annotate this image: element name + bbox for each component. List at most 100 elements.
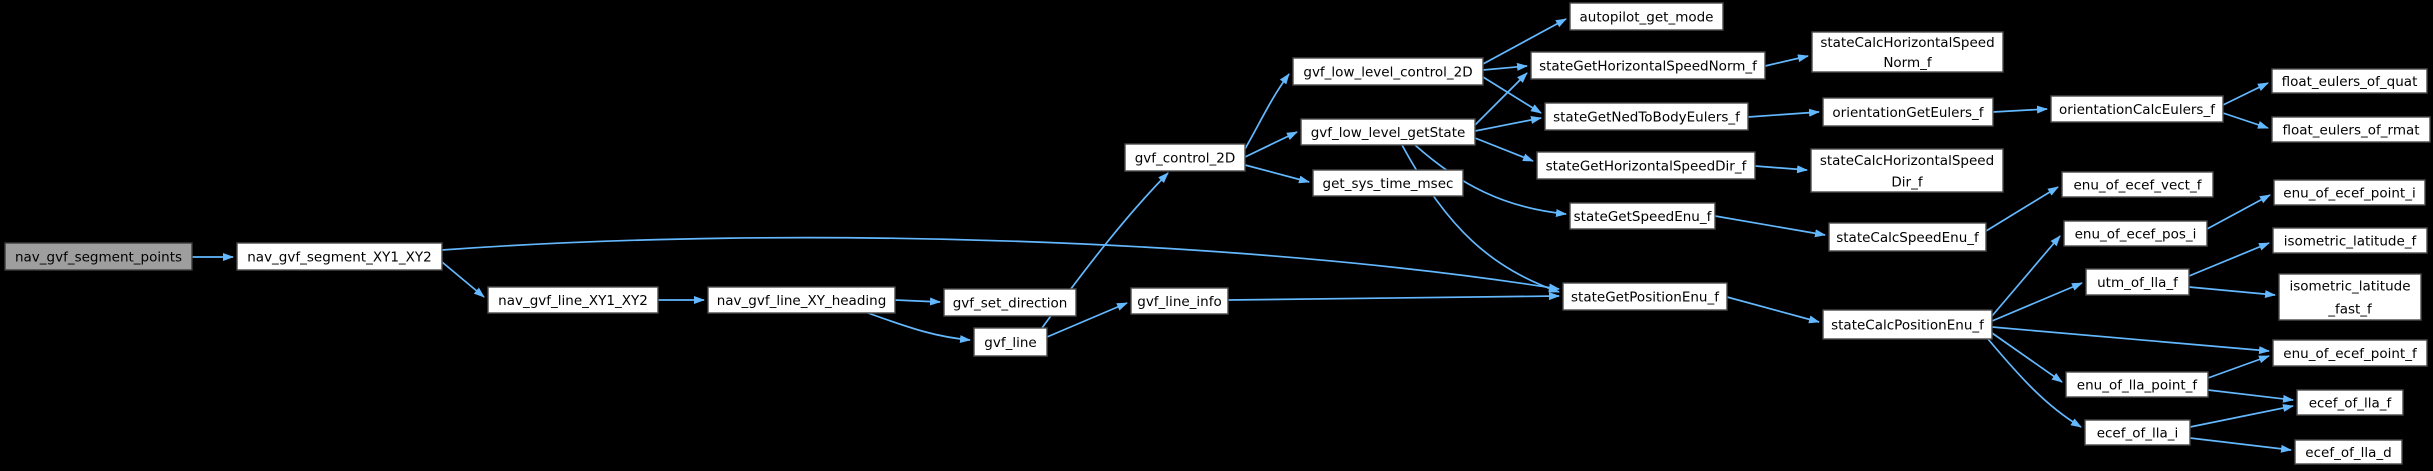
node-label-stateGetNedToBodyEulers_f: stateGetNedToBodyEulers_f bbox=[1553, 110, 1741, 126]
node-gvf_low_level_control_2D[interactable]: gvf_low_level_control_2D bbox=[1292, 57, 1484, 86]
node-gvf_line_info[interactable]: gvf_line_info bbox=[1130, 287, 1229, 315]
node-label-nav_gvf_line_XY_heading: nav_gvf_line_XY_heading bbox=[717, 293, 887, 309]
node-label-stateGetHorizontalSpeedNorm_f: stateGetHorizontalSpeedNorm_f bbox=[1539, 59, 1758, 75]
edge-gvf_low_level_control_2D-to-stateGetHorizontalSpeedNorm_f bbox=[1482, 62, 1528, 71]
node-box-nav_gvf_line_XY1_XY2 bbox=[487, 286, 659, 314]
node-gvf_set_direction[interactable]: gvf_set_direction bbox=[943, 288, 1077, 317]
node-autopilot_get_mode[interactable]: autopilot_get_mode bbox=[1569, 2, 1724, 31]
node-box-isometric_latitude_f bbox=[2272, 227, 2428, 254]
edge-orientationCalcEulers_f-to-float_eulers_of_quat bbox=[2222, 82, 2269, 106]
node-float_eulers_of_quat[interactable]: float_eulers_of_quat bbox=[2271, 68, 2428, 94]
node-label-enu_of_ecef_point_i: enu_of_ecef_point_i bbox=[2283, 186, 2415, 202]
edge-stateCalcPositionEnu_f-to-enu_of_ecef_point_f bbox=[1991, 326, 2270, 355]
edge-ecef_of_lla_i-to-ecef_of_lla_d bbox=[2189, 437, 2292, 453]
edge-enu_of_ecef_pos_i-to-enu_of_ecef_point_i bbox=[2206, 194, 2271, 230]
node-stateCalcPositionEnu_f[interactable]: stateCalcPositionEnu_f bbox=[1822, 309, 1993, 340]
node-nav_gvf_line_XY_heading[interactable]: nav_gvf_line_XY_heading bbox=[707, 286, 896, 314]
node-box-stateCalcHorizontalSpeedDir_f bbox=[1810, 148, 2004, 193]
node-box-float_eulers_of_quat bbox=[2271, 68, 2428, 94]
edge-stateCalcPositionEnu_f-to-enu_of_lla_point_f bbox=[1991, 332, 2063, 383]
node-box-stateGetHorizontalSpeedNorm_f bbox=[1530, 51, 1766, 80]
node-box-stateCalcSpeedEnu_f bbox=[1828, 222, 1987, 252]
node-orientationGetEulers_f[interactable]: orientationGetEulers_f bbox=[1822, 97, 1994, 127]
node-get_sys_time_msec[interactable]: get_sys_time_msec bbox=[1312, 169, 1464, 197]
node-box-gvf_low_level_getState bbox=[1300, 118, 1476, 146]
node-label-get_sys_time_msec: get_sys_time_msec bbox=[1323, 176, 1454, 192]
node-gvf_low_level_getState[interactable]: gvf_low_level_getState bbox=[1300, 118, 1476, 146]
node-label-enu_of_ecef_pos_i: enu_of_ecef_pos_i bbox=[2075, 227, 2197, 243]
node-label-stateGetSpeedEnu_f: stateGetSpeedEnu_f bbox=[1574, 209, 1713, 225]
node-box-orientationGetEulers_f bbox=[1822, 97, 1994, 127]
edge-gvf_line_info-to-stateGetPositionEnu_f bbox=[1227, 292, 1560, 301]
edge-stateGetPositionEnu_f-to-stateCalcPositionEnu_f bbox=[1726, 296, 1820, 324]
edge-gvf_low_level_control_2D-to-stateGetNedToBodyEulers_f bbox=[1482, 76, 1542, 114]
node-label-ecef_of_lla_d: ecef_of_lla_d bbox=[2305, 445, 2391, 461]
node-isometric_latitude_f[interactable]: isometric_latitude_f bbox=[2272, 227, 2428, 254]
node-box-nav_gvf_line_XY_heading bbox=[707, 286, 896, 314]
edge-gvf_low_level_getState-to-stateGetSpeedEnu_f bbox=[1414, 144, 1567, 217]
node-nav_gvf_line_XY1_XY2[interactable]: nav_gvf_line_XY1_XY2 bbox=[487, 286, 659, 314]
node-isometric_latitude_fast_f[interactable]: isometric_latitude_fast_f bbox=[2278, 273, 2422, 321]
node-enu_of_ecef_point_i[interactable]: enu_of_ecef_point_i bbox=[2273, 179, 2426, 206]
node-label-orientationGetEulers_f: orientationGetEulers_f bbox=[1832, 105, 1984, 121]
node-box-nav_gvf_segment_points bbox=[4, 242, 193, 271]
node-stateGetPositionEnu_f[interactable]: stateGetPositionEnu_f bbox=[1562, 282, 1728, 311]
edge-gvf_low_level_getState-to-stateGetHorizontalSpeedNorm_f bbox=[1474, 72, 1528, 126]
node-ecef_of_lla_i[interactable]: ecef_of_lla_i bbox=[2084, 419, 2191, 446]
node-ecef_of_lla_d[interactable]: ecef_of_lla_d bbox=[2294, 439, 2403, 465]
node-label-gvf_control_2D: gvf_control_2D bbox=[1135, 151, 1236, 167]
node-stateCalcSpeedEnu_f[interactable]: stateCalcSpeedEnu_f bbox=[1828, 222, 1987, 252]
edge-stateGetSpeedEnu_f-to-stateCalcSpeedEnu_f bbox=[1714, 215, 1826, 238]
node-box-enu_of_ecef_pos_i bbox=[2063, 220, 2208, 247]
node-enu_of_ecef_pos_i[interactable]: enu_of_ecef_pos_i bbox=[2063, 220, 2208, 247]
node-enu_of_ecef_point_f[interactable]: enu_of_ecef_point_f bbox=[2272, 339, 2428, 367]
node-float_eulers_of_rmat[interactable]: float_eulers_of_rmat bbox=[2271, 116, 2431, 143]
node-enu_of_lla_point_f[interactable]: enu_of_lla_point_f bbox=[2065, 371, 2209, 398]
node-label-isometric_latitude_f: isometric_latitude_f bbox=[2284, 234, 2418, 250]
edge-orientationGetEulers_f-to-orientationCalcEulers_f bbox=[1992, 105, 2048, 114]
node-gvf_line[interactable]: gvf_line bbox=[973, 327, 1048, 357]
node-enu_of_ecef_vect_f[interactable]: enu_of_ecef_vect_f bbox=[2061, 171, 2214, 198]
edge-utm_of_lla_f-to-isometric_latitude_f bbox=[2188, 242, 2270, 277]
node-nav_gvf_segment_XY1_XY2[interactable]: nav_gvf_segment_XY1_XY2 bbox=[236, 242, 443, 271]
edge-stateCalcPositionEnu_f-to-enu_of_ecef_pos_i bbox=[1991, 235, 2061, 317]
node-box-float_eulers_of_rmat bbox=[2271, 116, 2431, 143]
node-label-float_eulers_of_quat: float_eulers_of_quat bbox=[2282, 74, 2418, 90]
edge-gvf_control_2D-to-gvf_low_level_control_2D bbox=[1244, 73, 1290, 150]
node-box-gvf_line_info bbox=[1130, 287, 1229, 315]
node-box-stateGetSpeedEnu_f bbox=[1569, 202, 1716, 230]
node-gvf_control_2D[interactable]: gvf_control_2D bbox=[1124, 143, 1246, 172]
node-orientationCalcEulers_f[interactable]: orientationCalcEulers_f bbox=[2050, 95, 2224, 123]
edge-enu_of_lla_point_f-to-enu_of_ecef_point_f bbox=[2207, 355, 2270, 379]
edge-nav_gvf_line_XY_heading-to-gvf_set_direction bbox=[894, 297, 941, 306]
edge-ecef_of_lla_i-to-ecef_of_lla_f bbox=[2189, 404, 2294, 428]
node-stateGetHorizontalSpeedNorm_f[interactable]: stateGetHorizontalSpeedNorm_f bbox=[1530, 51, 1766, 80]
node-box-stateGetHorizontalSpeedDir_f bbox=[1536, 151, 1756, 180]
edge-orientationCalcEulers_f-to-float_eulers_of_rmat bbox=[2222, 112, 2269, 129]
node-stateGetSpeedEnu_f[interactable]: stateGetSpeedEnu_f bbox=[1569, 202, 1716, 230]
node-box-gvf_low_level_control_2D bbox=[1292, 57, 1484, 86]
node-stateGetHorizontalSpeedDir_f[interactable]: stateGetHorizontalSpeedDir_f bbox=[1536, 151, 1756, 180]
node-ecef_of_lla_f[interactable]: ecef_of_lla_f bbox=[2296, 389, 2404, 416]
node-label-orientationCalcEulers_f: orientationCalcEulers_f bbox=[2059, 102, 2216, 118]
edge-gvf_low_level_getState-to-stateGetHorizontalSpeedDir_f bbox=[1474, 137, 1534, 162]
node-label-gvf_low_level_control_2D: gvf_low_level_control_2D bbox=[1303, 65, 1472, 81]
edge-nav_gvf_segment_XY1_XY2-to-nav_gvf_line_XY1_XY2 bbox=[441, 261, 485, 298]
edge-stateGetNedToBodyEulers_f-to-orientationGetEulers_f bbox=[1747, 108, 1820, 118]
node-utm_of_lla_f[interactable]: utm_of_lla_f bbox=[2085, 268, 2190, 296]
node-label-nav_gvf_segment_XY1_XY2: nav_gvf_segment_XY1_XY2 bbox=[247, 250, 432, 266]
edge-nav_gvf_segment_XY1_XY2-to-stateGetPositionEnu_f bbox=[441, 236, 1560, 292]
edge-stateCalcSpeedEnu_f-to-enu_of_ecef_vect_f bbox=[1985, 186, 2059, 232]
node-stateGetNedToBodyEulers_f[interactable]: stateGetNedToBodyEulers_f bbox=[1544, 102, 1749, 131]
edge-nav_gvf_line_XY_heading-to-gvf_line bbox=[867, 312, 971, 344]
node-box-autopilot_get_mode bbox=[1569, 2, 1724, 31]
node-box-gvf_control_2D bbox=[1124, 143, 1246, 172]
edge-gvf_low_level_getState-to-stateGetNedToBodyEulers_f bbox=[1474, 116, 1542, 132]
edge-stateCalcPositionEnu_f-to-utm_of_lla_f bbox=[1991, 282, 2083, 322]
node-box-ecef_of_lla_f bbox=[2296, 389, 2404, 416]
